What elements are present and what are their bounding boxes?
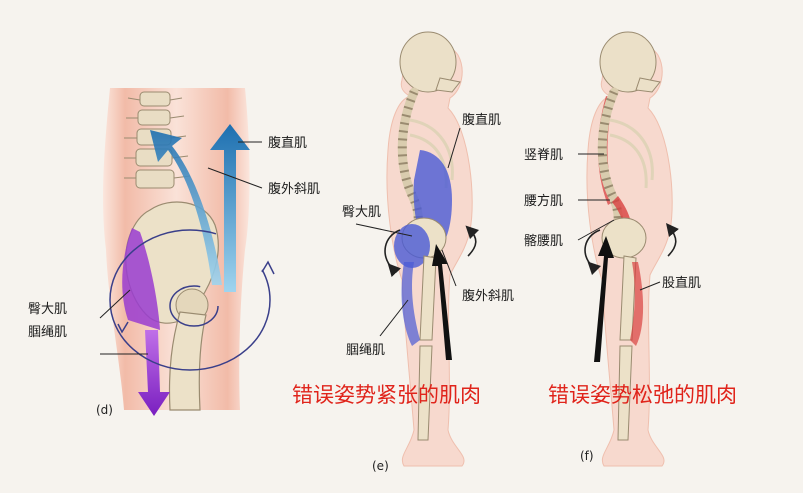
femur-d	[168, 311, 207, 411]
tibia-f	[617, 345, 633, 441]
skull-f	[599, 31, 657, 93]
label-gluteus-maximus-d: 臀大肌	[28, 302, 67, 317]
label-external-oblique-e: 腹外斜肌	[462, 288, 514, 304]
rotation-arrow-icon	[109, 229, 271, 371]
gluteus-muscle-e	[394, 224, 430, 268]
panel-letter-f: (f)	[580, 449, 594, 463]
up-arrow-icon	[432, 244, 452, 360]
rotation-arrow-icon	[584, 229, 602, 276]
rotation-arrow-icon	[666, 223, 679, 257]
label-rectus-abdominis-e: 腹直肌	[462, 112, 501, 128]
label-quadratus-lumborum-f: 腰方肌	[524, 193, 563, 209]
down-arrow-icon	[138, 330, 170, 416]
label-gluteus-maximus-e: 臀大肌	[342, 205, 381, 220]
label-erector-spinae-f: 竖脊肌	[524, 148, 563, 163]
panel-letter-d: (d)	[96, 403, 113, 417]
spine-d	[124, 91, 191, 189]
panel-letter-e: (e)	[372, 459, 389, 473]
panel-f: 竖脊肌 腰方肌 髂腰肌 股直肌 错误姿势松弛的肌肉 (f)	[524, 31, 737, 467]
rotation-arrow-icon	[169, 285, 219, 327]
label-hamstrings-e: 腘绳肌	[346, 343, 385, 358]
label-external-oblique-d: 腹外斜肌	[268, 181, 320, 197]
up-arrow-icon	[150, 130, 222, 285]
gluteus-muscle-d	[122, 228, 160, 330]
tibia-e	[417, 345, 433, 441]
caption-tense-muscles: 错误姿势紧张的肌肉	[292, 383, 481, 407]
rectus-femoris-muscle-f	[630, 262, 644, 346]
skull-e	[399, 31, 457, 93]
panel-e: 腹直肌 臀大肌 腹外斜肌 腘绳肌 错误姿势紧张的肌肉 (e)	[292, 31, 514, 473]
panel-d: 腹直肌 腹外斜肌 臀大肌 腘绳肌 (d)	[28, 88, 320, 417]
rotation-arrow-icon	[384, 229, 402, 278]
label-rectus-abdominis-d: 腹直肌	[268, 135, 307, 151]
label-hamstrings-d: 腘绳肌	[28, 325, 67, 340]
hamstring-muscle-e	[401, 262, 420, 346]
rotation-arrow-icon	[465, 225, 480, 257]
femur-e	[419, 255, 437, 341]
caption-relaxed-muscles: 错误姿势松弛的肌肉	[548, 383, 737, 407]
up-arrow-icon	[210, 124, 250, 292]
label-iliopsoas-f: 髂腰肌	[524, 233, 563, 249]
label-rectus-femoris-f: 股直肌	[662, 276, 701, 291]
up-arrow-icon	[594, 236, 614, 362]
